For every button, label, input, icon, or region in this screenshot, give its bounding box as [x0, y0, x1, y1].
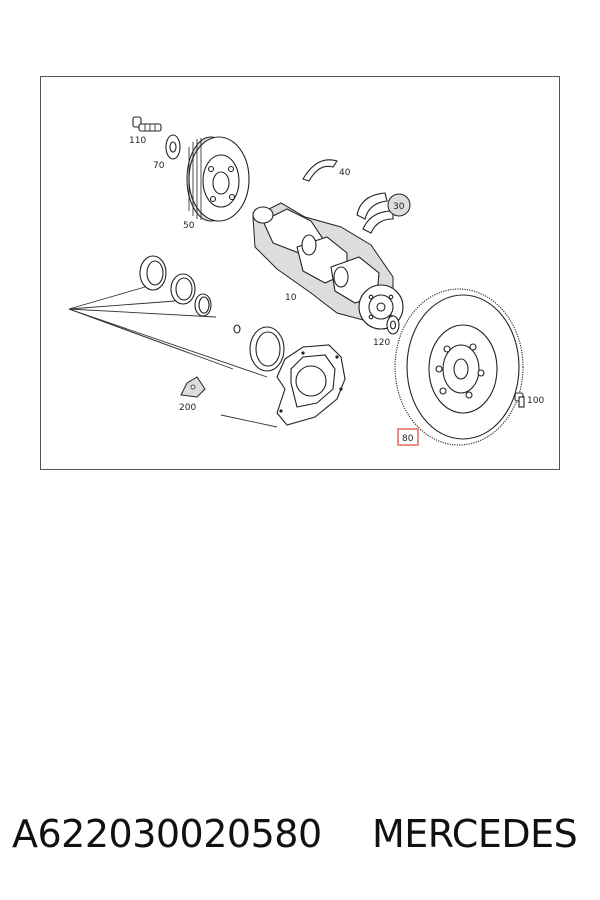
highlight-box	[397, 428, 419, 446]
diagram-frame: 110 70 50 40 30	[40, 76, 560, 470]
label-120: 120	[373, 338, 390, 348]
seal-ring-small[interactable]	[194, 293, 212, 317]
label-40: 40	[339, 168, 351, 178]
vibration-damper-50[interactable]	[186, 136, 250, 222]
seal-ring-medium[interactable]	[170, 273, 196, 305]
seal-ring-large[interactable]	[139, 255, 167, 291]
bolt-110[interactable]	[132, 116, 162, 132]
label-70: 70	[153, 161, 165, 171]
pilot-bearing-120[interactable]	[386, 315, 400, 335]
o-ring-tiny[interactable]	[233, 324, 241, 334]
label-30: 30	[393, 202, 405, 212]
rear-seal-ring[interactable]	[249, 326, 285, 372]
brand-name: MERCEDES	[372, 812, 578, 856]
callout-80-highlight: 80	[397, 428, 419, 446]
label-50: 50	[183, 221, 195, 231]
washer-70[interactable]	[165, 134, 181, 160]
label-100: 100	[527, 396, 544, 406]
callout-30: 30	[387, 193, 411, 217]
caption-bar: A622030020580 MERCEDES	[0, 804, 600, 864]
seal-carrier-gasket[interactable]	[276, 344, 346, 426]
flywheel-80[interactable]	[394, 288, 524, 446]
label-10: 10	[285, 293, 297, 303]
exploded-parts-diagram: 110 70 50 40 30	[68, 116, 544, 446]
label-110: 110	[129, 136, 146, 146]
seal-leader-lines	[68, 286, 278, 428]
part-number: A622030020580	[12, 812, 322, 856]
label-200: 200	[179, 403, 196, 413]
label-80: 80	[402, 434, 414, 444]
crankshaft-10[interactable]	[252, 202, 404, 330]
bearing-shell-40[interactable]	[302, 159, 338, 182]
thrust-washer-30[interactable]	[356, 192, 394, 234]
bolt-100[interactable]	[514, 392, 525, 408]
mounting-tool-200[interactable]	[180, 376, 206, 398]
